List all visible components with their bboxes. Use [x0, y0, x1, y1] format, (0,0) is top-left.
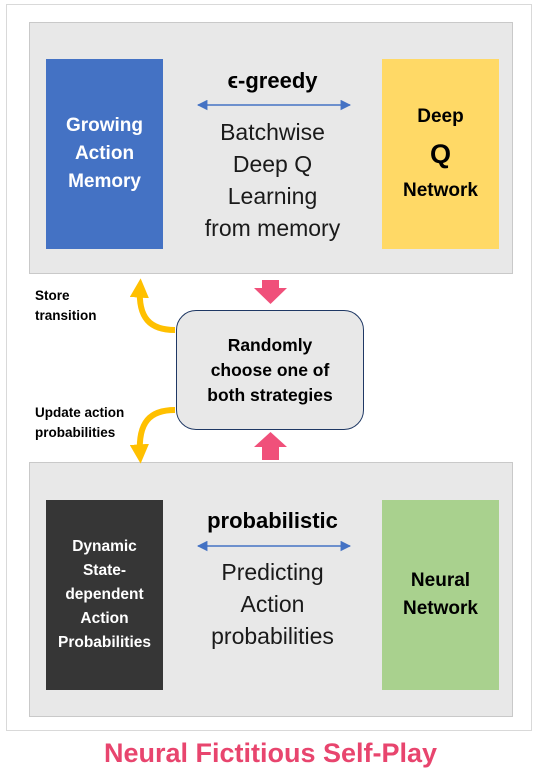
memory-line-2: Action: [74, 143, 135, 164]
neural-line-2: Network: [403, 598, 478, 619]
diagram-title: Neural Fictitious Self-Play: [103, 738, 438, 768]
strategy-line-3: both strategies: [207, 384, 333, 405]
dqn-line-3: Network: [403, 180, 478, 201]
store-transition-label: Store transition: [35, 286, 97, 326]
dqn-method-line-2: Deep Q: [232, 151, 313, 177]
memory-line-3: Memory: [68, 171, 141, 192]
neural-network-box: Neural Network: [382, 500, 499, 690]
action-probabilities-box: Dynamic State- dependent Action Probabil…: [46, 500, 163, 690]
update-probabilities-arrow: [129, 407, 176, 464]
deep-q-network-box: Deep Q Network: [382, 59, 499, 249]
probs-line-1: Dynamic: [72, 538, 137, 555]
dqn-line-1: Deep: [417, 106, 464, 127]
probs-line-5: Probabilities: [57, 634, 152, 651]
epsilon-greedy-title: ϵ-greedy: [227, 68, 318, 93]
pink-down-arrow: [254, 280, 287, 304]
predict-line-3: probabilities: [211, 623, 334, 649]
store-transition-arrow: [129, 278, 176, 333]
predicting-method-text: Predicting Action probabilities: [170, 556, 375, 652]
strategy-line-2: choose one of: [210, 359, 330, 380]
predict-line-1: Predicting: [221, 559, 324, 585]
dqn-method-text: Batchwise Deep Q Learning from memory: [170, 116, 375, 244]
dqn-line-2: Q: [429, 139, 451, 169]
update-line-1: Update action: [35, 405, 125, 420]
pink-up-arrow: [254, 432, 287, 460]
store-line-2: transition: [35, 308, 97, 323]
store-line-1: Store: [35, 288, 70, 303]
random-strategy-box: Randomly choose one of both strategies: [176, 310, 364, 430]
probs-line-4: Action: [80, 610, 129, 627]
predict-line-2: Action: [240, 591, 305, 617]
memory-line-1: Growing: [65, 115, 144, 136]
update-probabilities-label: Update action probabilities: [35, 403, 124, 443]
dqn-method-line-4: from memory: [204, 215, 341, 241]
probabilistic-title: probabilistic: [207, 508, 338, 533]
probs-line-3: dependent: [65, 586, 144, 603]
probs-line-2: State-: [82, 562, 127, 579]
diagram-frame: [6, 4, 532, 731]
dqn-method-line-1: Batchwise: [220, 119, 325, 145]
growing-action-memory-box: Growing Action Memory: [46, 59, 163, 249]
dqn-method-line-3: Learning: [227, 183, 318, 209]
update-line-2: probabilities: [35, 425, 116, 440]
neural-line-1: Neural: [410, 570, 471, 591]
strategy-line-1: Randomly: [227, 334, 313, 355]
